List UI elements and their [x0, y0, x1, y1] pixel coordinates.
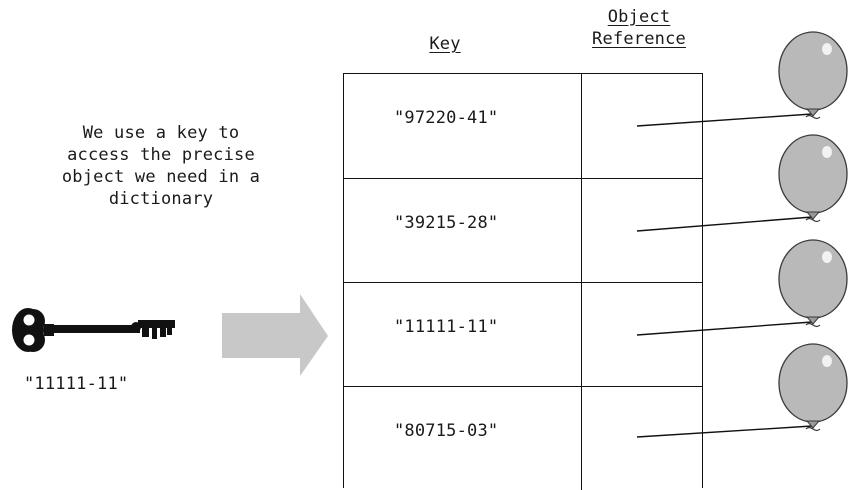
dictionary-table: "97220-41" "39215-28" "11111-11" "80715-… — [343, 73, 703, 490]
caption: We use a key to access the precise objec… — [30, 122, 292, 210]
key-value: "11111-11" — [394, 317, 499, 337]
table-row: "97220-41" — [344, 74, 702, 178]
key-cell: "80715-03" — [344, 387, 582, 490]
search-key-label: "11111-11" — [24, 374, 129, 394]
key-cell: "97220-41" — [344, 74, 582, 178]
caption-line: object we need in a — [61, 167, 261, 187]
table-row: "11111-11" — [344, 282, 702, 386]
table-row: "80715-03" — [344, 386, 702, 490]
key-value: "97220-41" — [394, 108, 499, 128]
balloon-icon — [778, 239, 848, 328]
key-cell: "11111-11" — [344, 283, 582, 386]
caption-line: access the precise — [67, 145, 255, 165]
balloon-icon — [778, 343, 848, 432]
balloon-icon — [778, 31, 848, 120]
balloon-icon — [778, 134, 848, 223]
key-value: "80715-03" — [394, 421, 499, 441]
column-header-line: Object — [607, 7, 671, 27]
key-cell: "39215-28" — [344, 179, 582, 282]
caption-line: We use a key to — [82, 123, 240, 143]
column-header-key: Key — [429, 34, 461, 54]
caption-line: dictionary — [108, 189, 214, 209]
column-header-object-reference: Object Reference — [578, 6, 700, 50]
key-value: "39215-28" — [394, 213, 499, 233]
column-header-line: Reference — [592, 29, 686, 49]
table-row: "39215-28" — [344, 178, 702, 282]
